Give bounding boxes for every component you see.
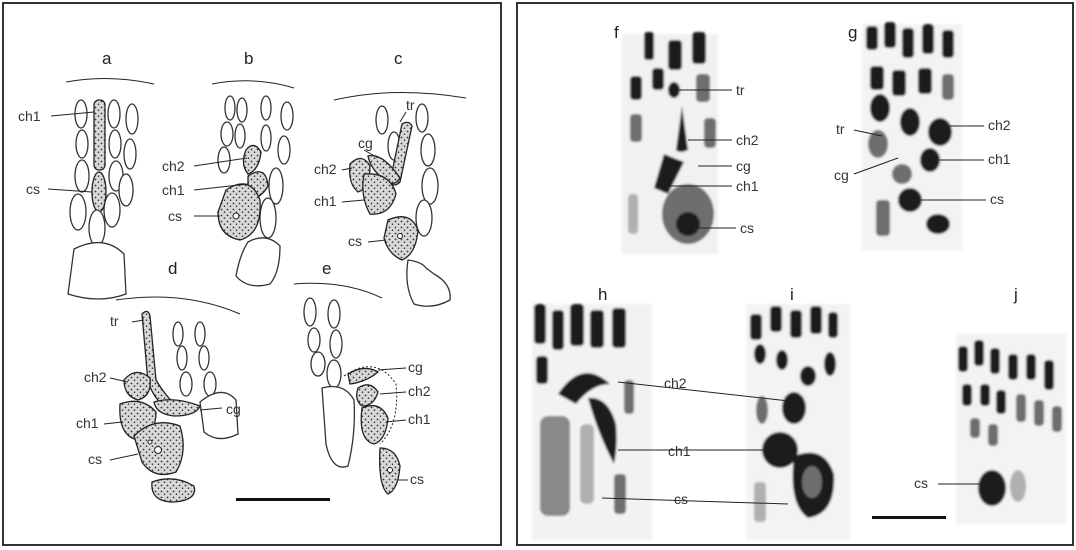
label-a-ch1: ch1 — [18, 108, 41, 124]
ch2-cell-b — [243, 145, 261, 174]
label-f-cs: cs — [740, 220, 754, 236]
left-drawings-panel: a ch1 cs b — [2, 2, 502, 546]
cg-cell-d — [154, 400, 200, 416]
subfigure-j: j cs — [914, 285, 1066, 524]
subfigure-b: b ch2 ch1 cs — [162, 49, 294, 286]
label-c-cs: cs — [348, 233, 362, 249]
panel-letter-a: a — [102, 49, 112, 68]
subfigure-c: c tr cg ch2 ch1 cs — [314, 49, 466, 306]
right-scale-bar — [872, 516, 946, 519]
panel-letter-b: b — [244, 49, 253, 68]
micrograph-i — [746, 304, 850, 540]
epidermis-line — [66, 78, 154, 84]
label-c-cg: cg — [358, 135, 373, 151]
ch1-cell-e — [361, 406, 388, 444]
label-e-ch1: ch1 — [408, 411, 431, 427]
label-f-cg: cg — [736, 158, 751, 174]
label-hi-ch2: ch2 — [664, 375, 687, 391]
panel-letter-i: i — [790, 285, 794, 304]
label-d-ch2: ch2 — [84, 369, 107, 385]
label-d-cg: cg — [226, 401, 241, 417]
micrograph-g — [862, 22, 962, 250]
micrograph-j — [956, 334, 1066, 524]
subfigure-f: f tr ch2 cg ch1 cs — [614, 23, 759, 254]
label-g-ch1: ch1 — [988, 151, 1011, 167]
label-c-ch1: ch1 — [314, 193, 337, 209]
label-a-cs: cs — [26, 181, 40, 197]
label-hi-cs: cs — [674, 491, 688, 507]
ch2-cell-e — [357, 385, 378, 406]
label-g-ch2: ch2 — [988, 117, 1011, 133]
epidermis-line — [294, 283, 382, 298]
label-b-ch1: ch1 — [162, 182, 185, 198]
micrograph-f — [622, 32, 718, 254]
cs-cell-a — [92, 172, 106, 212]
subfigure-g: g tr ch2 cg ch1 — [834, 22, 1011, 250]
panel-letter-d: d — [168, 259, 177, 278]
label-b-cs: cs — [168, 208, 182, 224]
panel-letter-j: j — [1013, 285, 1018, 304]
subfigure-a: a ch1 cs — [18, 49, 154, 299]
label-f-tr: tr — [736, 82, 745, 98]
label-g-tr: tr — [836, 121, 845, 137]
panel-letter-f: f — [614, 23, 619, 42]
label-hi-ch1: ch1 — [668, 443, 691, 459]
micrographs-svg: f tr ch2 cg ch1 cs g — [518, 4, 1072, 544]
label-d-ch1: ch1 — [76, 415, 99, 431]
label-d-tr: tr — [110, 313, 119, 329]
epidermis-line — [116, 297, 240, 314]
epidermis-line — [212, 81, 294, 88]
right-micrographs-panel: f tr ch2 cg ch1 cs g — [516, 2, 1074, 546]
panel-letter-g: g — [848, 23, 857, 42]
left-scale-bar — [236, 498, 330, 501]
label-c-tr: tr — [406, 97, 415, 113]
subfigure-h: h — [532, 285, 652, 540]
label-j-cs: cs — [914, 475, 928, 491]
cs-cell-b — [218, 184, 260, 240]
label-e-ch2: ch2 — [408, 383, 431, 399]
panel-letter-h: h — [598, 285, 607, 304]
label-g-cs: cs — [990, 191, 1004, 207]
subfigure-i: i — [746, 285, 850, 540]
cs-lower-d — [152, 479, 195, 502]
label-f-ch2: ch2 — [736, 132, 759, 148]
label-g-cg: cg — [834, 167, 849, 183]
ch2-cell-d — [124, 372, 150, 400]
label-d-cs: cs — [88, 451, 102, 467]
epidermis-line — [334, 92, 466, 100]
label-f-ch1: ch1 — [736, 178, 759, 194]
label-e-cg: cg — [408, 359, 423, 375]
panel-letter-e: e — [322, 259, 331, 278]
ch1-cell-a — [94, 100, 105, 170]
micrograph-h — [532, 304, 652, 540]
label-c-ch2: ch2 — [314, 161, 337, 177]
label-b-ch2: ch2 — [162, 158, 185, 174]
drawings-svg: a ch1 cs b — [4, 4, 500, 544]
panel-letter-c: c — [394, 49, 403, 68]
label-e-cs: cs — [410, 471, 424, 487]
